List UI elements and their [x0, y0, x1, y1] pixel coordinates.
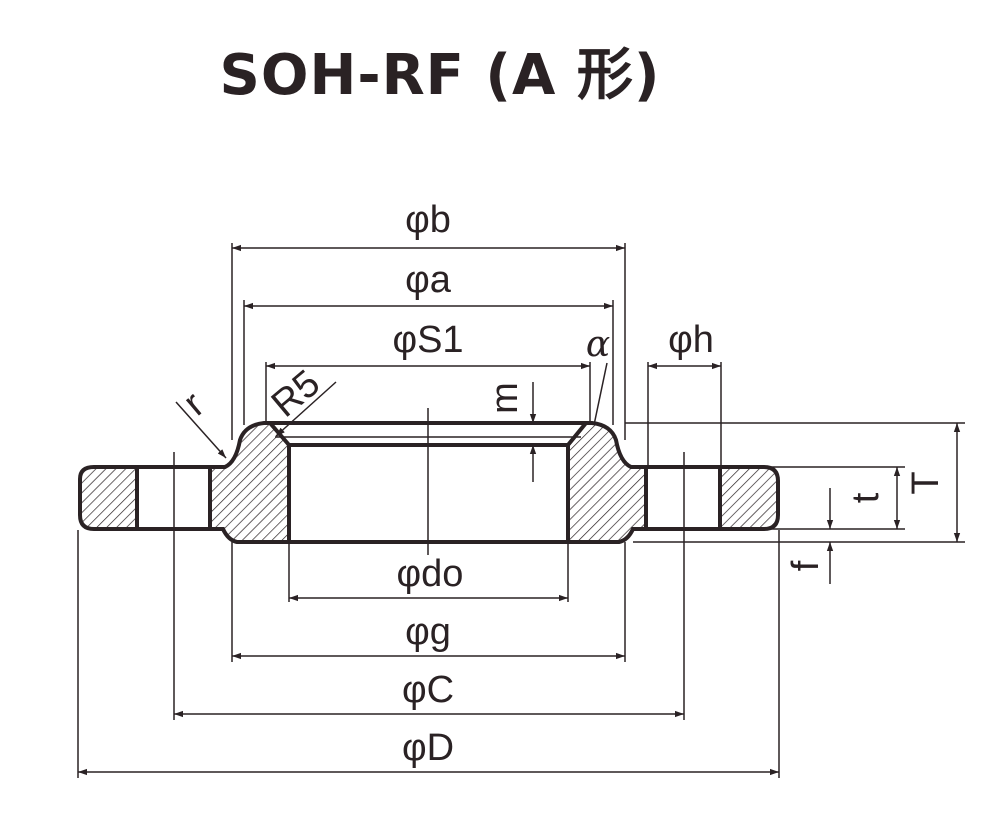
label-phi-a: φa [405, 259, 452, 301]
label-alpha: α [586, 324, 610, 365]
extension-lines [77, 243, 965, 778]
leader-r [175, 401, 227, 459]
label-T: T [905, 471, 947, 494]
dimension-lines [78, 244, 961, 776]
label-phi-d: φD [402, 727, 454, 769]
label-phi-b: φb [405, 199, 451, 241]
label-m: m [484, 382, 526, 414]
left-hub-section [208, 421, 291, 544]
diagram-title: SOH-RF (A 形) [219, 43, 661, 108]
label-r: r [176, 384, 213, 425]
right-outer-ring-section [718, 465, 780, 531]
dimension-labels: φb φa φS1 α φh r R5 m T t f φdo φg φC φD [176, 199, 947, 769]
flange-section [78, 421, 780, 544]
label-phi-s1: φS1 [392, 319, 463, 361]
center-lines [173, 408, 685, 720]
label-phi-do: φdo [397, 553, 464, 595]
label-r5: R5 [264, 362, 328, 425]
label-phi-g: φg [405, 611, 451, 653]
label-f: f [785, 560, 827, 571]
label-phi-c: φC [402, 669, 454, 711]
leader-alpha [593, 362, 608, 426]
left-outer-ring-section [78, 465, 139, 531]
label-phi-h: φh [668, 319, 714, 361]
label-t: t [845, 492, 887, 503]
right-hub-section [566, 421, 648, 544]
leader-r5 [275, 381, 337, 437]
